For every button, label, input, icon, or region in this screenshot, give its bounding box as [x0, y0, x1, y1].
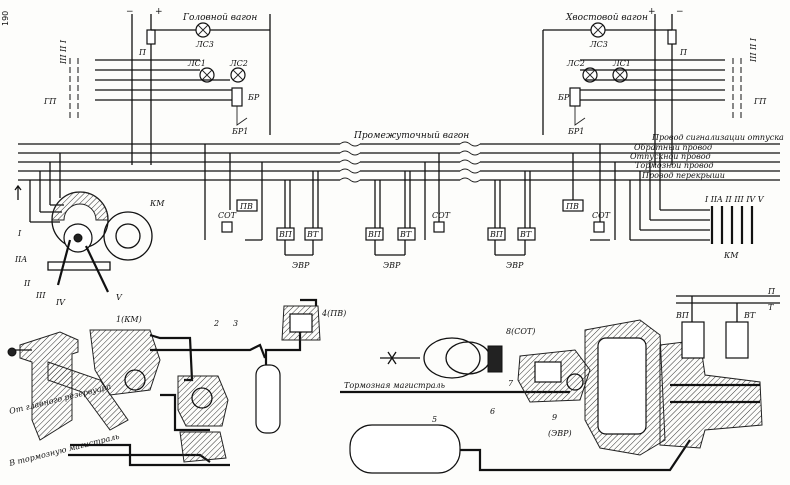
- lower-right-vp: ВП: [675, 311, 690, 320]
- tail-vp-label: ВП: [489, 230, 504, 239]
- head-br1-label: БР1: [231, 127, 248, 136]
- lower-right-9evr: (ЭВР): [548, 429, 572, 438]
- head-ls1-label: ЛС1: [187, 59, 206, 68]
- head-pv-label: ПВ: [239, 202, 253, 211]
- wire-label-0: Провод сигнализации отпуска: [651, 133, 784, 142]
- tail-km-positions: I IIA II III IV V: [704, 195, 765, 204]
- wire-label-4: Провод перекрыши: [641, 171, 725, 180]
- middle-sot-label: СОТ: [432, 211, 451, 220]
- lower-left-diagram: 1(КМ) 2 3 4(ПВ) От главного резервуара В…: [7, 298, 346, 468]
- head-car-group: Головной вагон − + П ЛС3 ЛС1 ЛС2 БР БР1 …: [43, 7, 271, 165]
- wire-label-1: Обратный провод: [634, 143, 712, 152]
- km-handle-iia: IIA: [14, 255, 27, 264]
- train-wires: Промежуточный вагон Провод сигнализации …: [18, 131, 784, 183]
- lower-right-8sot: 8(СОТ): [506, 327, 535, 336]
- tail-sot-label: СОТ: [592, 211, 611, 220]
- tail-pv-label: ПВ: [565, 202, 579, 211]
- tail-evr-label: ЭВР: [506, 261, 524, 270]
- tail-roman-label: III II I: [749, 37, 758, 63]
- middle-vt-label: ВТ: [399, 230, 412, 239]
- tail-vt-label: ВТ: [519, 230, 532, 239]
- tail-ls2-label: ЛС2: [566, 59, 585, 68]
- tail-br-label: БР: [557, 93, 570, 102]
- lower-left-4pv: 4(ПВ): [321, 309, 346, 318]
- head-roman-label: III II I: [59, 39, 68, 65]
- tail-br1-label: БР1: [567, 127, 584, 136]
- lower-left-2: 2: [213, 319, 219, 328]
- tail-ls1-label: ЛС1: [612, 59, 631, 68]
- lower-right-5: 5: [432, 415, 437, 424]
- middle-car-label: Промежуточный вагон: [353, 131, 469, 141]
- head-plus-sign: +: [155, 7, 163, 17]
- head-valves: ПВ СОТ ВП ВТ ЭВР: [204, 144, 323, 270]
- head-ls2-label: ЛС2: [229, 59, 248, 68]
- middle-valves: ВП ВТ ЭВР СОТ: [365, 153, 451, 270]
- lower-right-9: 9: [552, 413, 557, 422]
- brake-main-label: Тормозная магистраль: [344, 381, 445, 390]
- km-handle-ii: II: [23, 279, 31, 288]
- lower-right-p: П: [767, 287, 776, 296]
- wire-label-2: Отпускной провод: [630, 152, 711, 161]
- head-ls3-label: ЛС3: [195, 40, 214, 49]
- tail-fuse-label: П: [679, 48, 688, 57]
- head-car-label: Головной вагон: [182, 13, 257, 23]
- head-sot-label: СОТ: [218, 211, 237, 220]
- to-main-label: В тормозную магистраль: [7, 432, 120, 468]
- head-gp-label: ГП: [43, 97, 57, 106]
- head-evr-label: ЭВР: [292, 261, 310, 270]
- head-vt-label: ВТ: [306, 230, 319, 239]
- lower-left-3: 3: [233, 319, 238, 328]
- tail-plus-sign: +: [648, 7, 656, 17]
- page-number: 190: [1, 11, 10, 26]
- km-handle-v: V: [116, 293, 123, 302]
- lower-right-t: Т: [768, 303, 774, 312]
- middle-evr-label: ЭВР: [383, 261, 401, 270]
- tail-km-label: КМ: [723, 251, 739, 260]
- tail-minus-sign: −: [676, 7, 684, 17]
- tail-car-group: Хвостовой вагон + − П ЛС3 ЛС2 ЛС1 БР БР1…: [542, 7, 767, 165]
- tail-ls3-label: ЛС3: [589, 40, 608, 49]
- wire-label-3: Тормозной провод: [635, 161, 714, 170]
- middle-vp-label: ВП: [367, 230, 382, 239]
- tail-car-label: Хвостовой вагон: [565, 13, 648, 23]
- lower-right-7: 7: [508, 379, 514, 388]
- tail-valves: ВП ВТ ЭВР ПВ СОТ I IIA II III IV V КМ: [487, 144, 765, 270]
- lower-left-1km: 1(КМ): [116, 315, 142, 324]
- km-label: КМ: [149, 199, 165, 208]
- lower-right-vt: ВТ: [743, 311, 756, 320]
- head-br-label: БР: [247, 93, 260, 102]
- km-handle-iii: III: [35, 291, 46, 300]
- km-controller: КМ I IIA II III IV V: [14, 153, 165, 307]
- head-minus-sign: −: [126, 7, 134, 17]
- km-handle-iv: IV: [55, 298, 66, 307]
- head-vp-label: ВП: [278, 230, 293, 239]
- km-handle-i: I: [17, 229, 22, 238]
- tail-gp-label: ГП: [753, 97, 767, 106]
- head-fuse-label: П: [138, 48, 147, 57]
- lower-right-6: 6: [490, 407, 495, 416]
- lower-right-diagram: Тормозная магистраль 5 6 7 8(СОТ) 9 (ЭВР…: [340, 287, 780, 474]
